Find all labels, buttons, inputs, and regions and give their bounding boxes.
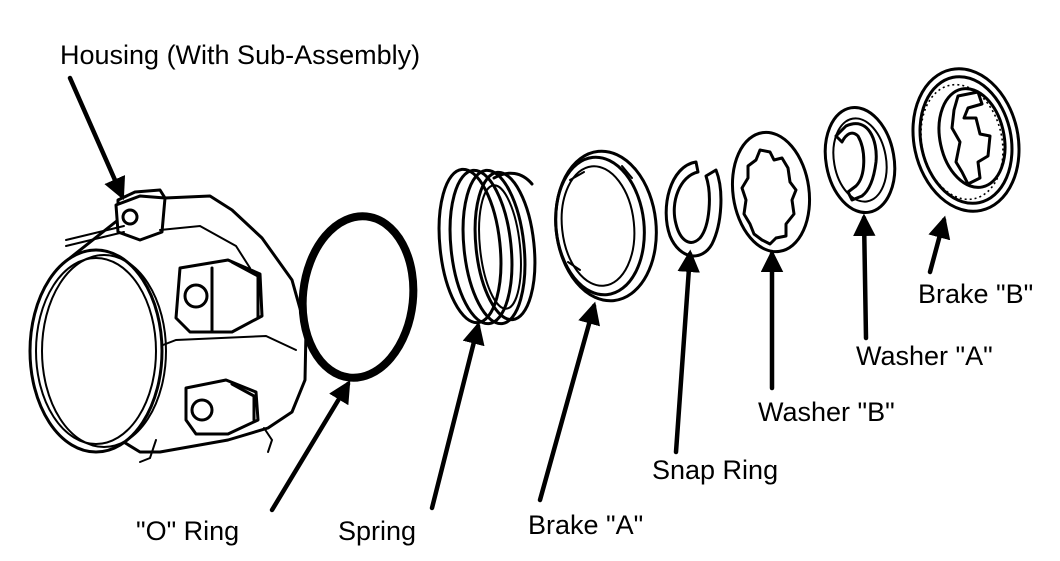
housing-part (28, 188, 308, 463)
label-spring: Spring (338, 516, 416, 546)
part-labels: Housing (With Sub-Assembly) "O" Ring Spr… (60, 40, 1033, 546)
label-housing: Housing (With Sub-Assembly) (60, 40, 420, 70)
spring-leader (429, 321, 485, 511)
snap-ring-leader (673, 249, 700, 455)
snap-ring-part (664, 160, 723, 258)
label-brake-a: Brake "A" (528, 510, 643, 540)
label-washer-a: Washer "A" (856, 341, 993, 371)
brake-b-leader (927, 215, 951, 275)
o-ring-leader (269, 380, 351, 513)
leader-lines (67, 75, 951, 513)
brake-a-leader (537, 301, 601, 503)
washer-a-part (823, 105, 897, 215)
brake-a-part (554, 149, 658, 303)
o-ring-part (298, 212, 418, 382)
washer-a-leader (853, 213, 876, 341)
label-brake-b: Brake "B" (918, 279, 1033, 309)
washer-b-part (730, 130, 812, 254)
housing-leader (67, 75, 126, 201)
spring-part (437, 167, 537, 326)
label-snap-ring: Snap Ring (652, 455, 778, 485)
label-o-ring: "O" Ring (136, 516, 239, 546)
label-washer-b: Washer "B" (758, 397, 895, 427)
brake-b-part (911, 67, 1021, 213)
